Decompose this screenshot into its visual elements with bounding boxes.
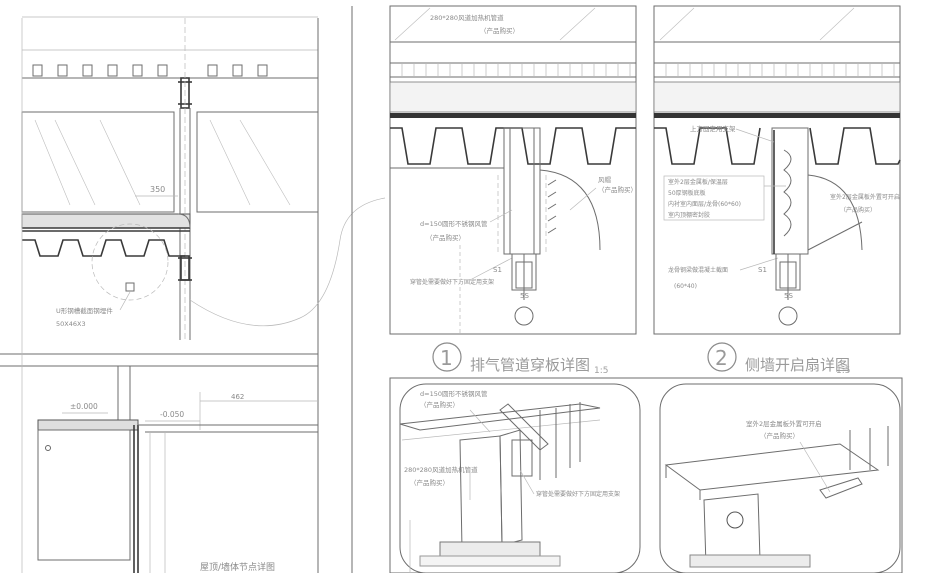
detail-2-title: 2 侧墙开启扇详图 1:5: [707, 342, 850, 376]
floor-slab-section: [37, 419, 318, 573]
detail-2-title-text: 侧墙开启扇详图: [745, 356, 850, 374]
pipe-label-2: （产品购买）: [426, 233, 465, 242]
title-number-circle-2: [707, 342, 737, 372]
louver-label-1: 风帽: [598, 175, 612, 184]
iso2-label-1: 室外2层金属板外置可开启: [746, 419, 822, 428]
bracket-label: 穿管处需要做好下方固定用支架: [410, 278, 494, 286]
right-label-1: 室外2层金属板外置可开启: [830, 193, 900, 201]
detail-1-number: 1: [440, 346, 453, 370]
iso2-label-2: （产品购买）: [760, 431, 799, 440]
layer-4: 室内顶棚密封胶: [668, 211, 710, 219]
bottom-label-2: (60*40): [674, 283, 697, 290]
title-number-circle-1: [432, 342, 462, 372]
level-0: ±0.000: [70, 402, 98, 411]
dim-350: 350: [150, 185, 165, 194]
bottom-label-1: 龙骨钢梁做混凝土截面: [668, 266, 728, 274]
detail-2-vent-frame: [771, 127, 809, 255]
glass-panel-left: [21, 111, 175, 213]
duct-label-1: 280*280风道加热机管道: [430, 13, 504, 22]
section-marker: [514, 306, 534, 326]
detail-2-frame: [653, 5, 901, 335]
glass-panel-right: [196, 111, 319, 213]
callout-leader-curve: [189, 197, 386, 327]
detail-callout-circle: [91, 223, 169, 301]
louver-label-2: （产品购买）: [598, 185, 637, 194]
layer-3: 内衬室内面层/龙骨(60*60): [668, 200, 741, 208]
left-section-detail: 350 U形钢槽截面钢埋件 50X46X3 ±0.000 -0.050 462: [0, 16, 319, 573]
dim-462: 462: [231, 393, 244, 401]
layer-labels-box: [663, 175, 765, 221]
ceiling-joist-row: [32, 64, 268, 77]
iso1-pipe-label-2: （产品购买）: [420, 400, 459, 409]
iso-1-vignette: [399, 383, 641, 573]
detail-1-scale: 1:5: [594, 366, 608, 376]
detail-1-membrane: [390, 113, 636, 118]
duct-label-2: （产品购买）: [480, 26, 519, 35]
detail-2-insulation-layer: [653, 81, 901, 113]
iso-view-2: 室外2层金属板外置可开启 （产品购买）: [659, 383, 901, 573]
iso-2-vignette: [659, 383, 901, 573]
dim-s2-2: 5S: [784, 292, 793, 300]
right-label-2: （产品购买）: [840, 206, 876, 214]
detail-1-exhaust-pipe: 280*280风道加热机管道 （产品购买） 风帽 （产品购买） d=150圆形不…: [389, 5, 637, 335]
dim-s2: 5S: [520, 292, 529, 300]
pipe-label-1: d=150圆形不锈钢风管: [420, 219, 488, 228]
detail-1-exhaust-duct: [503, 127, 541, 255]
detail-2-scale: 1:5: [836, 366, 850, 376]
detail-1-insulation-layer: [389, 81, 637, 113]
dim-s1: S1: [493, 266, 502, 274]
iso1-pipe-label-1: d=150圆形不锈钢风管: [420, 389, 488, 398]
iso1-bracket-label: 穿管处需要做好下方固定用支架: [536, 490, 620, 498]
detail-1-joist-row: [389, 62, 637, 78]
iso1-duct-label-1: 280*280风道加热机管道: [404, 465, 478, 474]
steel-label-2: 50X46X3: [56, 320, 86, 328]
layer-1: 室外2层金属板/保温层: [668, 178, 728, 186]
detail-2-membrane: [654, 113, 900, 118]
detail-1-title-text: 排气管道穿板详图: [470, 356, 590, 374]
steel-label-1: U形钢槽截面钢埋件: [56, 306, 113, 315]
iso-view-1: d=150圆形不锈钢风管 （产品购买） 280*280风道加热机管道 （产品购买…: [399, 383, 641, 573]
footer-label: 屋顶/墙体节点详图: [200, 561, 275, 573]
detail-1-frame: [389, 5, 637, 335]
layer-2: 50厚钢板底板: [668, 189, 706, 197]
detail-1-deck-profile: [390, 127, 636, 165]
detail-2-number: 2: [715, 346, 728, 370]
level-neg: -0.050: [160, 410, 184, 419]
roof-slab-section: [21, 213, 191, 257]
dim-s1-2: S1: [758, 266, 767, 274]
detail-2-deck-profile: [654, 127, 901, 165]
iso-views-frame: [389, 377, 903, 573]
detail-2-side-vent: 上方固定用支架 室外2层金属板/保温层 50厚钢板底板 内衬室内面层/龙骨(60…: [653, 5, 901, 335]
detail-2-joist-row: [653, 62, 901, 78]
top-label: 上方固定用支架: [690, 124, 736, 133]
detail-1-title: 1 排气管道穿板详图 1:5: [432, 342, 608, 376]
iso1-duct-label-2: （产品购买）: [410, 478, 449, 487]
section-marker-2: [778, 306, 798, 326]
